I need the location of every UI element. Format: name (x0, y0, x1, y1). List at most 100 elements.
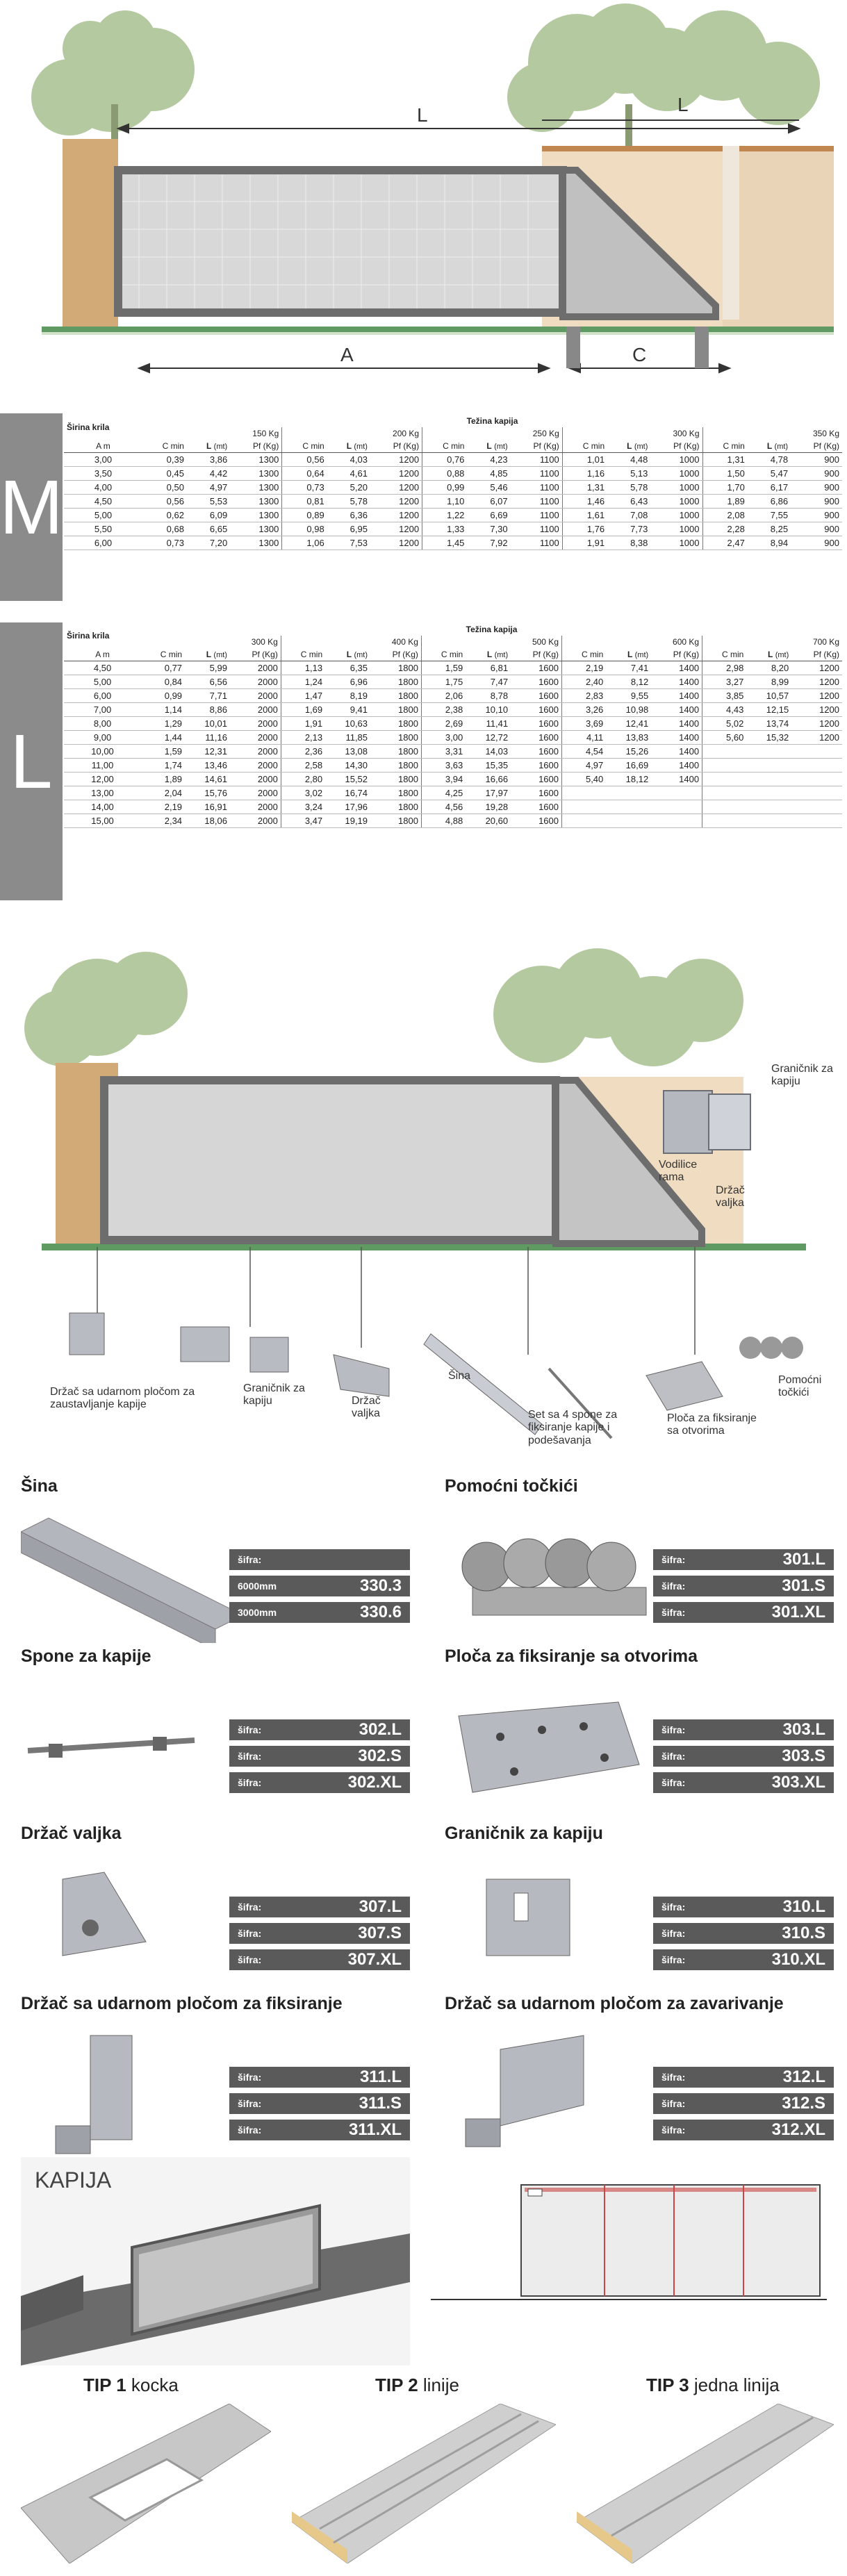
table-cell: 2,58 (280, 758, 326, 773)
code-key: 6000mm (238, 1580, 277, 1592)
table-cell: 4,88 (420, 814, 466, 828)
table-cell: 4,23 (467, 452, 511, 467)
table-cell: 0,89 (281, 508, 327, 522)
c-min-header: C min (142, 440, 187, 453)
code-value: 303.L (782, 1720, 825, 1739)
table-cell: 3,02 (280, 786, 326, 800)
tip-2-bold: TIP 2 (375, 2375, 418, 2395)
product-code: šifra:302.S (229, 1746, 410, 1767)
table-cell: 9,00 (64, 730, 142, 745)
table-cell: 900 (791, 536, 842, 550)
table-cell: 3,94 (420, 772, 466, 786)
table-cell: 1,59 (141, 744, 186, 759)
table-cell: 1000 (650, 452, 702, 467)
code-value: 312.XL (771, 2120, 825, 2139)
table-cell: 9,55 (606, 688, 652, 703)
c-min-header: C min (281, 440, 327, 453)
table-cell: 6,65 (186, 522, 231, 536)
product-code: šifra:302.L (229, 1719, 410, 1740)
code-key: šifra: (661, 1954, 686, 1965)
table-cell: 1800 (370, 675, 422, 689)
table-cell: 6,09 (186, 508, 231, 522)
callout-sina: Šina (448, 1370, 471, 1382)
table-cell: 1200 (791, 730, 842, 745)
table-cell: 1100 (510, 452, 563, 467)
table-cell: 0,50 (142, 480, 187, 495)
table-cell: 0,73 (281, 480, 327, 495)
code-value: 312.S (782, 2094, 825, 2113)
pf-header: Pf (Kg) (230, 440, 282, 453)
table-cell: 7,41 (606, 661, 652, 675)
table-cell: 1,70 (702, 480, 748, 495)
table-cell: 4,50 (64, 494, 142, 509)
table-cell: 1000 (650, 508, 702, 522)
table-cell: 1800 (370, 730, 422, 745)
table-cell: 1800 (370, 814, 422, 828)
table-cell: 14,61 (185, 772, 230, 786)
l-header-letter: L (627, 650, 633, 659)
product-title: Pomoćni točkići (445, 1476, 578, 1496)
l-header: L (mt) (607, 440, 651, 453)
table-cell: 6,96 (325, 675, 371, 689)
table-cell: 1600 (511, 772, 562, 786)
table-cell (561, 814, 607, 828)
tip-1-bold: TIP 1 (83, 2375, 126, 2395)
tip-3-label: TIP 3 jedna linija (646, 2375, 780, 2396)
table-cell (702, 744, 747, 759)
table-cell: 1,46 (561, 494, 608, 509)
table-cell: 2,28 (702, 522, 748, 536)
table-cell: 1800 (370, 716, 422, 731)
product-title: Držač sa udarnom pločom za zavarivanje (445, 1994, 784, 2013)
product-code: šifra:303.L (653, 1719, 834, 1740)
table-cell: 13,74 (746, 716, 792, 731)
l-header-unit: (mt) (354, 443, 368, 451)
table-cell: 0,64 (281, 466, 327, 481)
table-cell: 4,50 (64, 661, 142, 675)
table-cell: 1,31 (561, 480, 608, 495)
table-cell: 2,69 (420, 716, 466, 731)
table-cell: 0,84 (141, 675, 186, 689)
table-cell: 1,91 (561, 536, 608, 550)
table-cell: 18,06 (185, 814, 230, 828)
code-key: šifra: (238, 1901, 262, 1913)
table-cell: 1000 (650, 536, 702, 550)
table-cell: 1400 (651, 716, 702, 731)
weight-col-4: 350 Kg (702, 427, 842, 440)
table-cell: 1,91 (280, 716, 326, 731)
gate-section-drawing (431, 2157, 827, 2331)
table-cell: 1,75 (420, 675, 466, 689)
table-cell: 1400 (651, 758, 702, 773)
product-title: Šina (21, 1476, 58, 1496)
table-cell: 1,44 (141, 730, 186, 745)
table-cell: 13,08 (325, 744, 371, 759)
l-header-letter: L (346, 650, 352, 659)
product-image (62, 1872, 147, 1956)
code-value: 303.XL (771, 1773, 825, 1792)
table-cell: 0,45 (142, 466, 187, 481)
table-cell: 2000 (229, 786, 281, 800)
weight-col-1: 400 Kg (280, 636, 422, 648)
table-cell: 2,13 (280, 730, 326, 745)
table-cell: 2,80 (280, 772, 326, 786)
table-cell: 15,52 (325, 772, 371, 786)
table-cell: 7,47 (466, 675, 511, 689)
table-cell (651, 786, 702, 800)
table-cell: 16,91 (185, 800, 230, 814)
code-key: šifra: (238, 1954, 262, 1965)
l-header-letter: L (766, 441, 773, 451)
tip-1-label: TIP 1 kocka (83, 2375, 179, 2396)
table-cell: 2000 (229, 702, 281, 717)
table-cell: 0,56 (281, 452, 327, 467)
table-cell: 2000 (229, 800, 281, 814)
table-cell: 1600 (511, 661, 562, 675)
product-code: šifra: (229, 1549, 410, 1570)
tip-1-render (20, 2403, 272, 2564)
product-title: Ploča za fiksiranje sa otvorima (445, 1646, 698, 1666)
code-value: 312.L (782, 2067, 825, 2086)
l-header: L (mt) (747, 440, 791, 453)
